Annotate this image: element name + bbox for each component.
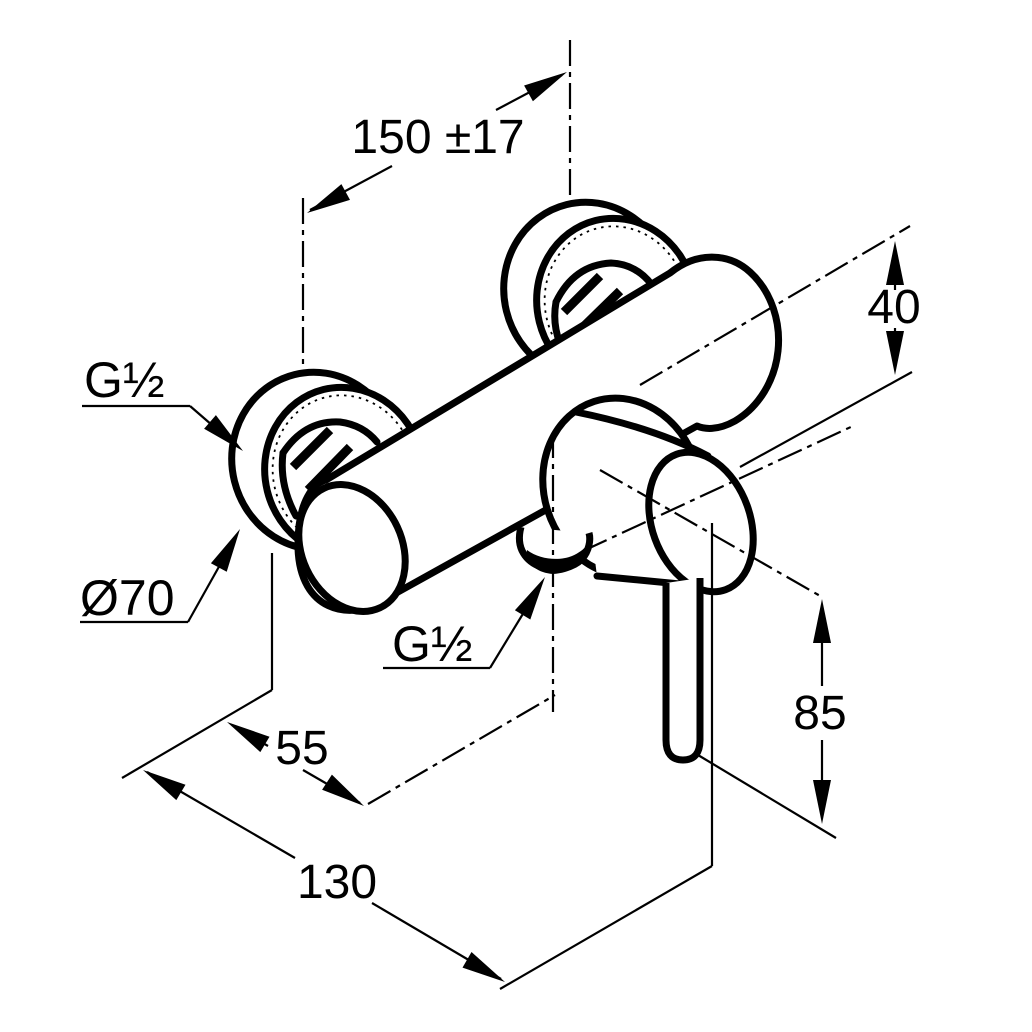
ext-flange-diagonal [121,689,273,779]
label-flange-diameter: Ø70 [80,529,240,626]
dim-arrowhead [813,599,831,643]
knob-bottom-edge [593,572,684,588]
nipple-outline [552,259,656,306]
dim-label-overall-width: 130 [297,856,377,909]
dimension-lever-height: 85 [793,599,847,824]
dim-arrowhead [813,780,831,824]
dim-arrowhead [886,241,904,285]
dim-arrowhead [524,72,567,102]
label-arrowhead [204,415,243,451]
bottom-outlet [516,526,594,574]
dim-arrowhead [886,331,904,375]
dimension-outlet-offset: 55 [227,722,364,806]
nipple-outline [279,418,381,457]
centerline-outlet-iso [367,694,556,805]
dim-label-lever-height: 85 [793,687,846,740]
dimension-center-distance: 150 ±17 [307,72,567,213]
flange-diameter-text: Ø70 [80,570,175,626]
dim-arrowhead [322,774,364,806]
nipple-hatch-line [289,426,334,471]
thread-top-text: G½ [84,352,165,408]
centerline-body-axis [639,225,911,386]
nipple-hatch-line [560,272,604,316]
thread-bottom-text: G½ [392,616,473,672]
lever-handle [662,578,704,764]
control-knob [539,394,757,596]
ext-knob-diagonal [499,865,713,990]
ext-body-bottom [739,371,913,468]
centerlines [301,40,911,805]
dim-arrowhead [462,952,505,982]
label-thread-bottom: G½ [383,577,545,672]
dimension-body-depth: 40 [867,241,921,375]
nipple-outline-left [278,449,300,520]
label-thread-top: G½ [82,352,243,451]
dim-arrowhead [307,184,350,213]
dim-label-center-distance: 150 ±17 [351,111,524,164]
label-arrowhead [514,577,545,620]
dim-label-outlet-offset: 55 [275,722,328,775]
dim-arrowhead [227,722,270,753]
centerline-knob-cross-1 [582,425,854,552]
dim-arrowhead [143,770,186,801]
body-left-end-cap [295,481,409,615]
ext-lever-bottom [697,754,837,839]
dimension-overall-width: 130 [143,770,505,982]
outlet-opening-dark [526,546,587,574]
faucet-body [294,253,783,615]
extension-lines [121,371,913,990]
label-arrowhead [210,529,240,572]
knob-front-face [645,448,757,596]
dim-label-body-depth: 40 [867,281,920,334]
